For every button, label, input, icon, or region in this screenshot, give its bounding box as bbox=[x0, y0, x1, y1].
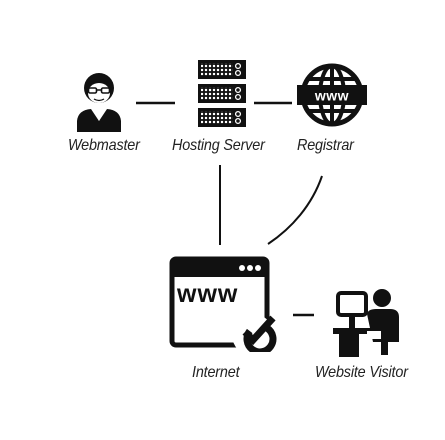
label-internet: Internet bbox=[192, 364, 240, 381]
person-with-glasses-icon bbox=[77, 73, 121, 132]
browser-window-check-icon: www bbox=[169, 256, 277, 352]
window-www-text: www bbox=[176, 280, 238, 308]
label-registrar: Registrar bbox=[297, 137, 354, 154]
www-globe-icon: www bbox=[297, 63, 367, 127]
server-rack-icon bbox=[198, 60, 246, 127]
label-website-visitor: Website Visitor bbox=[315, 364, 408, 381]
label-hosting-server: Hosting Server bbox=[172, 137, 265, 154]
label-webmaster: Webmaster bbox=[68, 137, 140, 154]
connector-registrar-internet bbox=[267, 175, 323, 245]
svg-text:www: www bbox=[314, 88, 349, 104]
computer-user-icon bbox=[333, 289, 399, 357]
